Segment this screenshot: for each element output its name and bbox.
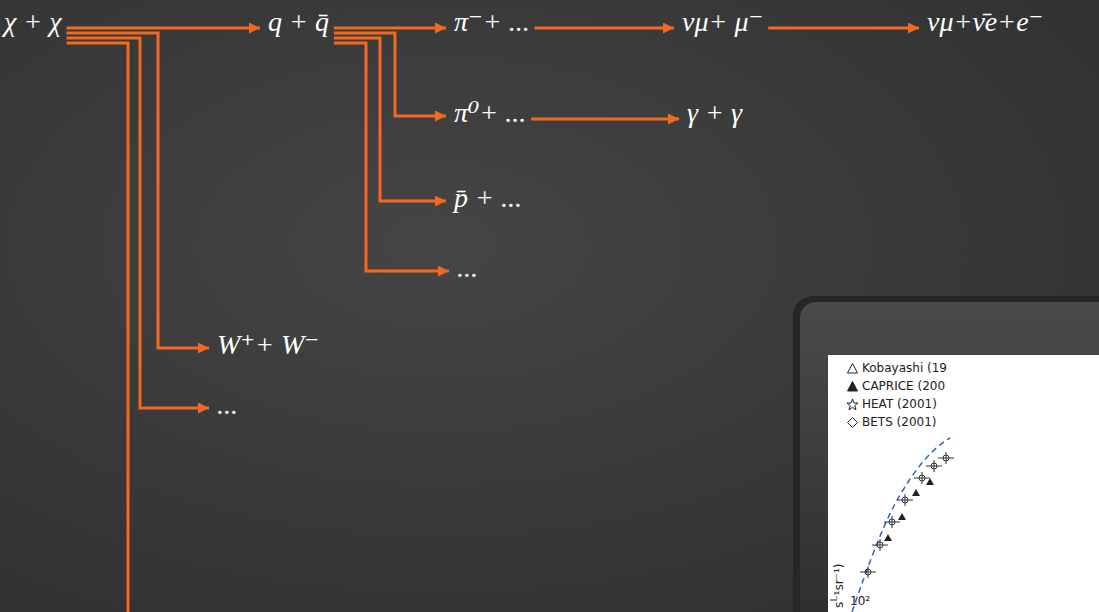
marker-shape [847, 399, 858, 410]
legend-row: CAPRICE (200 [846, 378, 945, 395]
legend-row: HEAT (2001) [846, 396, 937, 413]
particle-node: νμ+ν̄e+e⁻ [925, 5, 1045, 39]
flow-arrow [535, 27, 674, 30]
panel-bevel [800, 302, 1099, 612]
flow-arrow [531, 118, 679, 121]
tick-label: 10² [850, 594, 870, 609]
legend-row: Kobayashi (19 [846, 360, 947, 377]
particle-node: χ + χ [2, 5, 64, 39]
flow-arrow [67, 33, 209, 348]
particle-node: ... [455, 251, 480, 285]
formula-text: γ + γ [687, 96, 742, 130]
formula-text: π⁻+ ... [454, 5, 530, 39]
axis-label: s⁻¹sr⁻¹) [832, 564, 847, 608]
particle-node: νμ+ μ⁻ [680, 5, 765, 39]
particle-node: γ + γ [685, 96, 744, 130]
formula-text: νμ+ν̄e+e⁻ [927, 5, 1043, 39]
marker-shape [848, 364, 858, 374]
particle-node: ... [215, 388, 240, 422]
flow-arrow [334, 43, 449, 271]
legend-marker [846, 416, 859, 429]
caprice-points [884, 478, 934, 541]
panel-frame [793, 296, 1099, 612]
formula-text: ... [217, 388, 238, 422]
particle-node: π⁻+ ... [452, 5, 532, 39]
particle-node: π⁰+ ... [452, 96, 528, 130]
formula-text: W⁺+ W⁻ [217, 328, 319, 362]
legend-marker [846, 362, 859, 375]
flow-arrow [67, 38, 209, 408]
branch-line [67, 43, 128, 612]
formula-text: ... [457, 251, 478, 285]
legend-row: BETS (2001) [846, 414, 936, 431]
formula-text: νμ+ μ⁻ [682, 5, 763, 39]
legend-marker [846, 380, 859, 393]
flow-arrow [334, 38, 446, 201]
flow-arrow [67, 27, 260, 30]
marker-shape [848, 382, 858, 392]
flow-arrow [334, 33, 446, 116]
marker-shape [848, 418, 858, 428]
formula-text: χ + χ [4, 5, 62, 39]
legend-text: Kobayashi (19 [862, 361, 947, 375]
flow-arrow [768, 27, 919, 30]
legend-text: CAPRICE (200 [862, 379, 945, 393]
flow-arrow [334, 27, 446, 30]
legend-text: BETS (2001) [862, 415, 936, 429]
particle-node: q + q̄ [266, 5, 331, 39]
model-curve [852, 438, 950, 612]
formula-text: q + q̄ [268, 5, 329, 39]
legend-marker [846, 398, 859, 411]
data-points [860, 452, 954, 578]
formula-text: π⁰+ ... [454, 96, 526, 130]
formula-text: p̄ + ... [454, 181, 522, 215]
particle-node: p̄ + ... [452, 181, 524, 215]
plot-area [828, 355, 1099, 612]
particle-node: W⁺+ W⁻ [215, 328, 321, 362]
legend-text: HEAT (2001) [862, 397, 937, 411]
